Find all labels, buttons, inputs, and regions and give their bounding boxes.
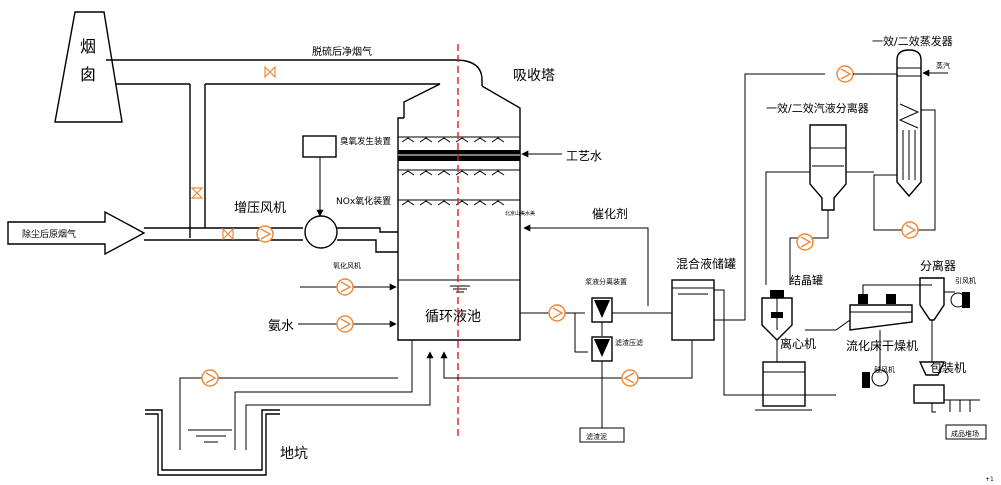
filter-residue-label: 滤渣泥 <box>586 432 607 441</box>
gas-liquid-separator: 一效/二效汽液分离器 <box>765 101 874 285</box>
catalyst-feed: 催化剂 <box>523 206 649 306</box>
mixing-storage-tank: 混合液储罐 <box>671 65 897 396</box>
ammonia-water-feed: 氨水 <box>268 315 397 334</box>
raw-flue-gas-inlet: 除尘后原烟气 增压风机 <box>7 201 303 256</box>
catalyst-label: 催化剂 <box>592 206 628 221</box>
filter-press-label: 滤渣压滤 <box>615 338 643 347</box>
filter-press: 滤渣压滤 滤渣泥 <box>579 336 643 443</box>
spray-level-1 <box>398 136 520 143</box>
packing-machine-label: 包装机 <box>930 361 966 375</box>
return-line <box>440 340 693 387</box>
oxidation-fan-pump <box>336 278 354 296</box>
return-pump <box>621 369 639 387</box>
packing-machine: 包装机 成品堆场 <box>913 361 987 440</box>
process-water-feed: 工艺水 <box>521 149 602 163</box>
dedusted-flue-gas-label: 除尘后原烟气 <box>22 228 76 240</box>
ammonia-pump <box>336 315 354 333</box>
chimney-label-2: 囱 <box>80 65 96 84</box>
absorber-label: 吸收塔 <box>513 68 555 84</box>
process-water-label: 工艺水 <box>566 149 602 163</box>
gas-liquid-separator-label: 一效/二效汽液分离器 <box>766 101 869 115</box>
chimney-label-1: 烟 <box>80 37 96 56</box>
evaporator-feed-pump <box>836 65 854 83</box>
separator-pump <box>796 233 814 251</box>
ozone-generator <box>302 135 337 217</box>
drain-pit: 地坑 <box>145 340 434 476</box>
nox-unit-label: NOx氧化装置 <box>336 195 391 207</box>
induced-fan-label: 引风机 <box>955 276 976 285</box>
chimney: 烟 囱 <box>54 11 123 123</box>
blower-label: 鼓风机 <box>874 365 895 374</box>
centrifuge: 离心机 <box>755 319 851 411</box>
steam-label: 蒸汽 <box>936 61 950 70</box>
evaporator-pump <box>901 221 919 239</box>
pit-label: 地坑 <box>280 446 308 462</box>
flue-gas-damper <box>264 66 276 78</box>
corner-mark: +1 <box>985 476 994 483</box>
inlet-damper <box>222 228 234 240</box>
booster-fan <box>304 215 398 253</box>
slurry-loop <box>520 304 588 353</box>
watermark: 北京山美水美 <box>505 210 535 217</box>
centrifuge-label: 离心机 <box>780 336 816 351</box>
oxidation-fan-feed: 氧化风机 <box>300 261 397 296</box>
bypass-damper <box>191 187 203 199</box>
product-storage-label: 成品堆场 <box>951 429 979 438</box>
oxidation-fan-label: 氧化风机 <box>333 261 361 270</box>
pit-pump <box>201 369 219 387</box>
crystallizer-label: 结晶罐 <box>790 274 823 287</box>
ammonia-water-label: 氨水 <box>268 319 294 334</box>
ozone-generator-label: 臭氧发生装置 <box>340 136 392 147</box>
clean-flue-gas-label: 脱硫后净烟气 <box>312 45 372 58</box>
slurry-separator: 浆液分离装置 <box>585 277 672 336</box>
spray-level-3 <box>398 199 520 206</box>
slurry-pump <box>548 304 566 322</box>
cyclone-separator: 分离器 引风机 <box>919 258 976 362</box>
evaporator: 一效/二效蒸发器 蒸汽 <box>872 34 953 239</box>
circulation-tank-label: 循环液池 <box>425 309 481 325</box>
slurry-separator-label: 浆液分离装置 <box>585 277 627 286</box>
evaporator-label: 一效/二效蒸发器 <box>872 34 953 48</box>
clean-flue-gas-duct: 脱硫后净烟气 <box>106 45 483 238</box>
spray-level-2 <box>398 169 520 176</box>
fluid-bed-dryer-label: 流化床干燥机 <box>846 339 918 353</box>
separator-label: 分离器 <box>920 258 956 273</box>
absorber-tower: 吸收塔 臭氧发生装置 NOx氧化装置 北京山美水美 循环液池 <box>336 68 555 341</box>
booster-fan-label: 增压风机 <box>234 201 286 216</box>
booster-fan-symbol <box>256 225 274 243</box>
crystallizer: 结晶罐 <box>761 274 823 362</box>
fluid-bed-dryer: 流化床干燥机 鼓风机 <box>846 284 932 388</box>
mixing-tank-label: 混合液储罐 <box>676 256 736 271</box>
packing-layer <box>398 150 520 161</box>
